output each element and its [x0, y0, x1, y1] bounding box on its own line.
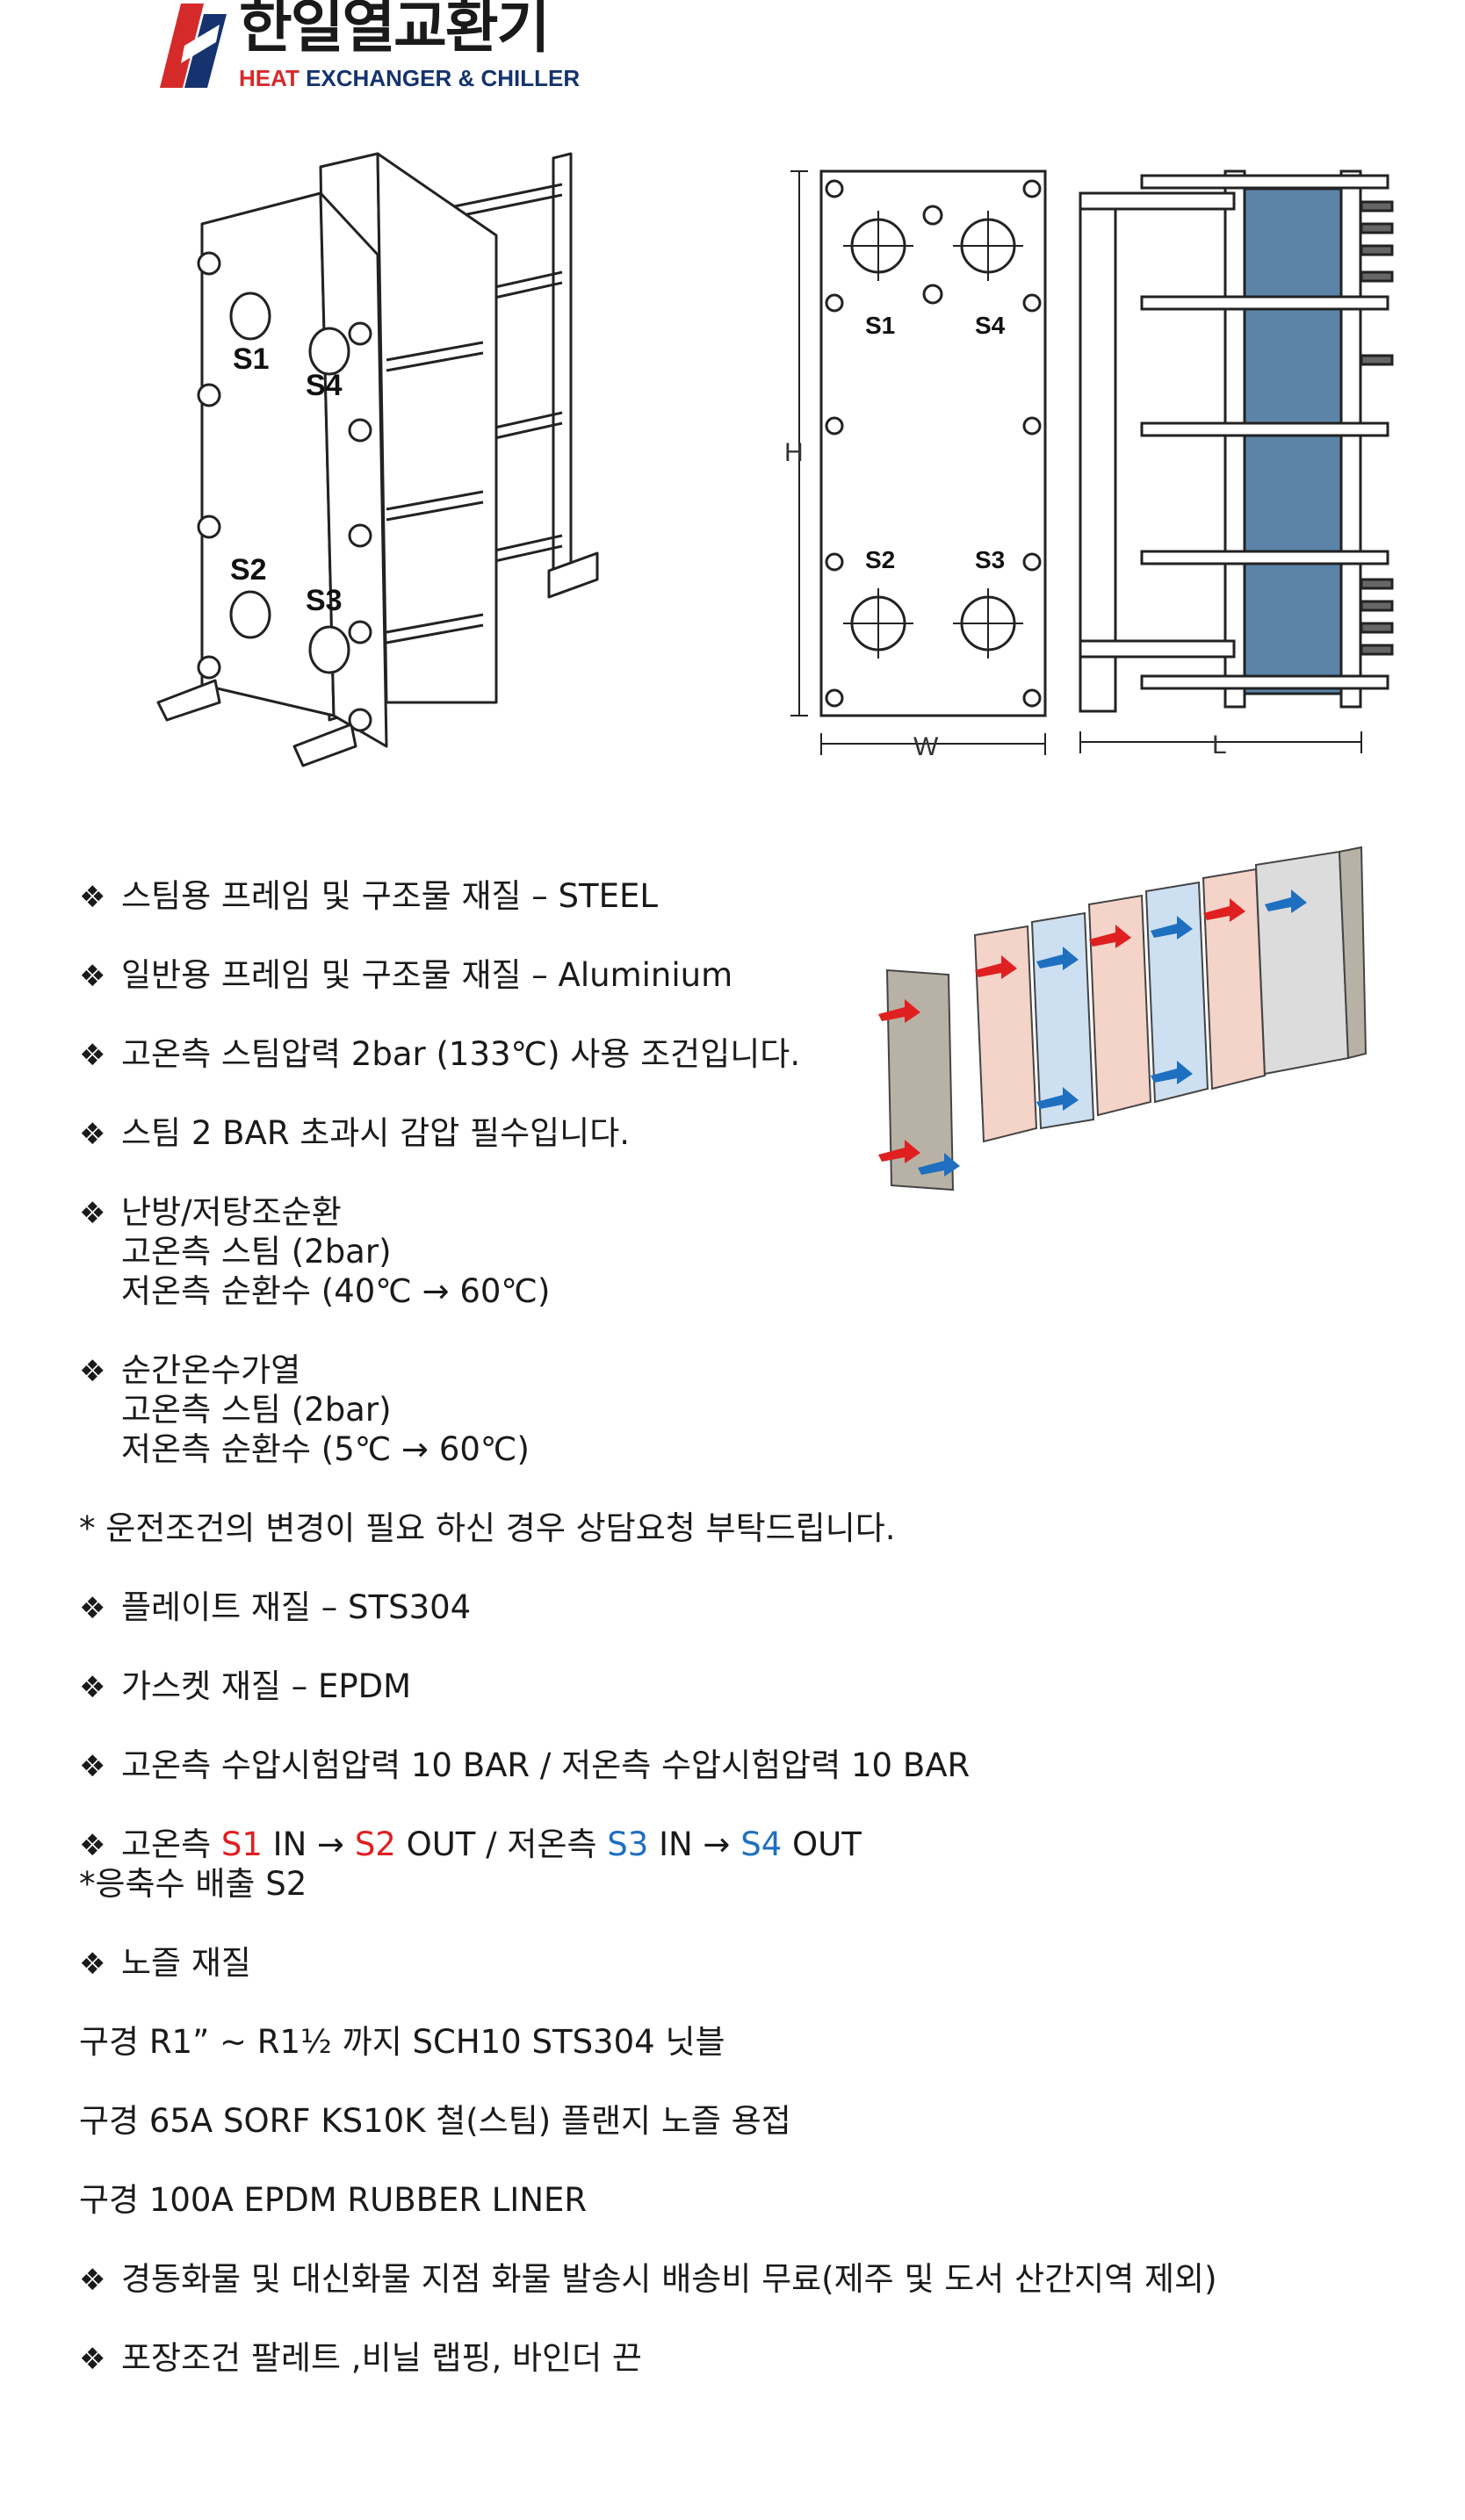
- iso-label-s1: S1: [233, 342, 270, 376]
- iso-label-s3: S3: [306, 584, 343, 617]
- bullet-icon: ❖: [79, 1828, 106, 1863]
- front-label-s2: S2: [865, 546, 895, 573]
- front-label-s4: S4: [975, 312, 1006, 339]
- company-logo: 한일열교환기 HEAT EXCHANGER & CHILLER: [158, 0, 580, 97]
- spec-plate-material: ❖플레이트 재질 – STS304: [79, 1588, 1379, 1627]
- spec-pressure-limit: ❖스팀 2 BAR 초과시 감압 필수입니다.: [79, 1113, 1379, 1153]
- spec-instant-title: ❖순간온수가열: [79, 1350, 1379, 1390]
- front-label-s1: S1: [865, 312, 895, 339]
- logo-company-name: 한일열교환기: [239, 0, 550, 61]
- dimension-w-label: W: [913, 732, 939, 761]
- spec-instant-hot: 고온측 스팀 (2bar): [121, 1391, 392, 1429]
- bullet-icon: ❖: [79, 2263, 106, 2298]
- spec-nozzle-3: 구경 100A EPDM RUBBER LINER: [79, 2181, 588, 2219]
- spec-shipping: ❖경동화물 및 대신화물 지점 화물 발송시 배송비 무료(제주 및 도서 산간…: [79, 2259, 1379, 2299]
- spec-nozzle-2: 구경 65A SORF KS10K 철(스팀) 플랜지 노즐 용접: [79, 2102, 791, 2140]
- bullet-icon: ❖: [79, 1038, 106, 1073]
- bullet-icon: ❖: [79, 1947, 106, 1982]
- bullet-icon: ❖: [79, 1749, 106, 1784]
- spec-frame-general: ❖일반용 프레임 및 구조물 재질 – Aluminium: [79, 955, 1379, 995]
- note-consult: * 운전조건의 변경이 필요 하신 경우 상담요청 부탁드립니다.: [79, 1509, 896, 1547]
- spec-heating-cold: 저온측 순환수 (40℃ → 60℃): [121, 1272, 551, 1310]
- port-s2: S2: [354, 1825, 396, 1863]
- spec-heating-title: ❖난방/저탕조순환: [79, 1192, 1379, 1232]
- port-s1: S1: [220, 1825, 263, 1863]
- spec-gasket-material: ❖가스켓 재질 – EPDM: [79, 1667, 1379, 1706]
- logo-tagline-heat: HEAT: [239, 65, 299, 91]
- iso-label-s4: S4: [306, 369, 343, 402]
- bullet-icon: ❖: [79, 1196, 106, 1231]
- front-view-figure: S1 S4 S2 S3 H W: [784, 169, 1047, 761]
- spec-steam-pressure: ❖고온측 스팀압력 2bar (133℃) 사용 조건입니다.: [79, 1034, 1379, 1074]
- port-s3: S3: [607, 1825, 649, 1863]
- bullet-icon: ❖: [79, 959, 106, 994]
- bullet-icon: ❖: [79, 1670, 106, 1705]
- bullet-icon: ❖: [79, 1354, 106, 1389]
- spec-nozzle-title: ❖노즐 재질: [79, 1943, 1379, 1983]
- spec-frame-steam: ❖스팀용 프레임 및 구조물 재질 – STEEL: [79, 876, 1379, 916]
- port-s4: S4: [740, 1825, 783, 1863]
- dimension-l-label: L: [1212, 731, 1227, 760]
- spec-flow-ports: ❖고온측 S1 IN → S2 OUT / 저온측 S3 IN → S4 OUT: [79, 1825, 1379, 1864]
- side-view-figure: L: [1079, 169, 1394, 760]
- bullet-icon: ❖: [79, 1591, 106, 1626]
- spec-heating-hot: 고온측 스팀 (2bar): [121, 1233, 392, 1271]
- bullet-icon: ❖: [79, 2342, 106, 2377]
- iso-label-s2: S2: [230, 553, 267, 587]
- spec-instant-cold: 저온측 순환수 (5℃ → 60℃): [121, 1430, 530, 1468]
- plate-flow-diagram: [878, 846, 1368, 1192]
- isometric-exchanger-figure: S1 S4 S2 S3: [156, 152, 599, 767]
- logo-tagline: HEAT EXCHANGER & CHILLER: [239, 65, 580, 92]
- front-label-s3: S3: [975, 546, 1005, 573]
- specification-list: ❖스팀용 프레임 및 구조물 재질 – STEEL ❖일반용 프레임 및 구조물…: [79, 876, 1379, 2378]
- spec-condensate: *응축수 배출 S2: [79, 1865, 307, 1903]
- bullet-icon: ❖: [79, 880, 106, 915]
- spec-test-pressure: ❖고온측 수압시험압력 10 BAR / 저온측 수압시험압력 10 BAR: [79, 1746, 1379, 1785]
- logo-tagline-rest: EXCHANGER & CHILLER: [299, 65, 581, 91]
- bullet-icon: ❖: [79, 1117, 106, 1152]
- spec-nozzle-1: 구경 R1” ~ R1½ 까지 SCH10 STS304 닛블: [79, 2023, 725, 2061]
- spec-packing: ❖포장조건 팔레트 ,비닐 랩핑, 바인더 끈: [79, 2338, 1379, 2378]
- dimension-h-label: H: [784, 438, 804, 467]
- logo-mark-icon: [160, 4, 227, 88]
